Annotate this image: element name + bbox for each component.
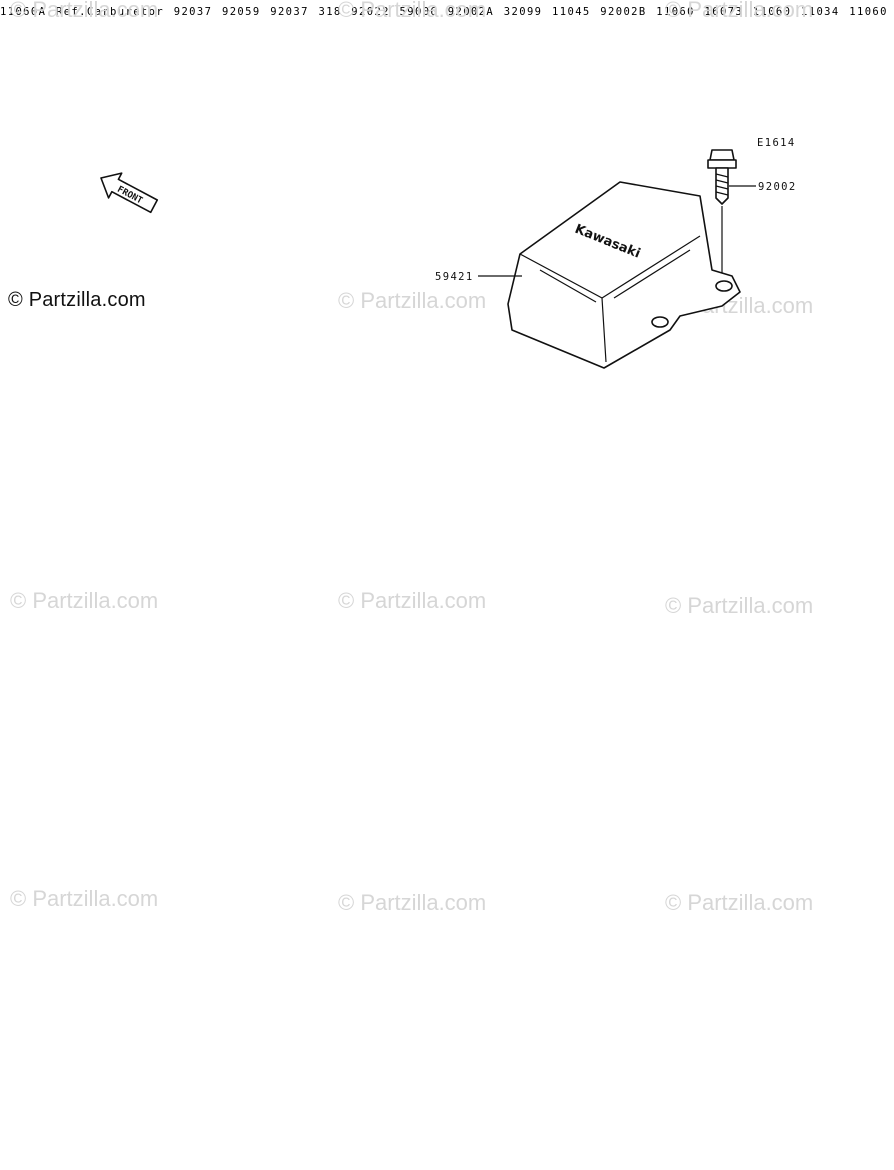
part-label-32099: 32099 <box>503 6 543 18</box>
part-label-92002: 92002 <box>758 181 797 193</box>
watermark: © Partzilla.com <box>10 0 158 22</box>
part-label-59006: 59006 <box>399 6 439 18</box>
watermark: © Partzilla.com <box>338 288 486 313</box>
part-label-92022: 92022 <box>351 6 390 18</box>
part-label-11060-1: 11060 <box>656 6 695 18</box>
part-label-11060A: 11060A <box>0 6 47 18</box>
bolt-92002 <box>707 149 737 205</box>
watermark: © Partzilla.com <box>665 0 813 22</box>
part-label-11045: 11045 <box>552 6 591 18</box>
watermark: © Partzilla.com <box>338 0 486 22</box>
diagram-code: E1614 <box>757 137 796 149</box>
air-box-cover-59421: Kawasaki <box>507 181 741 369</box>
copyright-credit: © Partzilla.com <box>8 289 146 311</box>
watermark: © Partzilla.com <box>665 890 813 915</box>
part-label-92059: 92059 <box>221 6 261 18</box>
part-label-92002B: 92002B <box>600 6 647 18</box>
watermark: © Partzilla.com <box>10 588 158 613</box>
part-label-92002A: 92002A <box>447 6 495 18</box>
part-label-11034: 11034 <box>801 6 840 18</box>
part-label-59421: 59421 <box>435 271 474 283</box>
watermark: © Partzilla.com <box>10 886 158 911</box>
part-label-92037-top: 92037 <box>173 6 213 18</box>
watermark: © Partzilla.com <box>338 588 486 613</box>
part-label-11060-2: 11060 <box>752 6 792 18</box>
watermarks: © Partzilla.com © Partzilla.com © Partzi… <box>10 0 813 915</box>
part-label-318: 318 <box>318 6 342 18</box>
front-arrow-icon: FRONT <box>100 172 159 214</box>
part-label-16073: 16073 <box>704 6 744 18</box>
part-label-92037-bottom: 92037 <box>270 6 309 18</box>
ref-carburetor-label: Ref.Carburetor <box>55 6 165 18</box>
part-label-11060-3: 11060 <box>849 6 888 18</box>
watermark: © Partzilla.com <box>665 593 813 618</box>
watermark: © Partzilla.com <box>338 890 486 915</box>
